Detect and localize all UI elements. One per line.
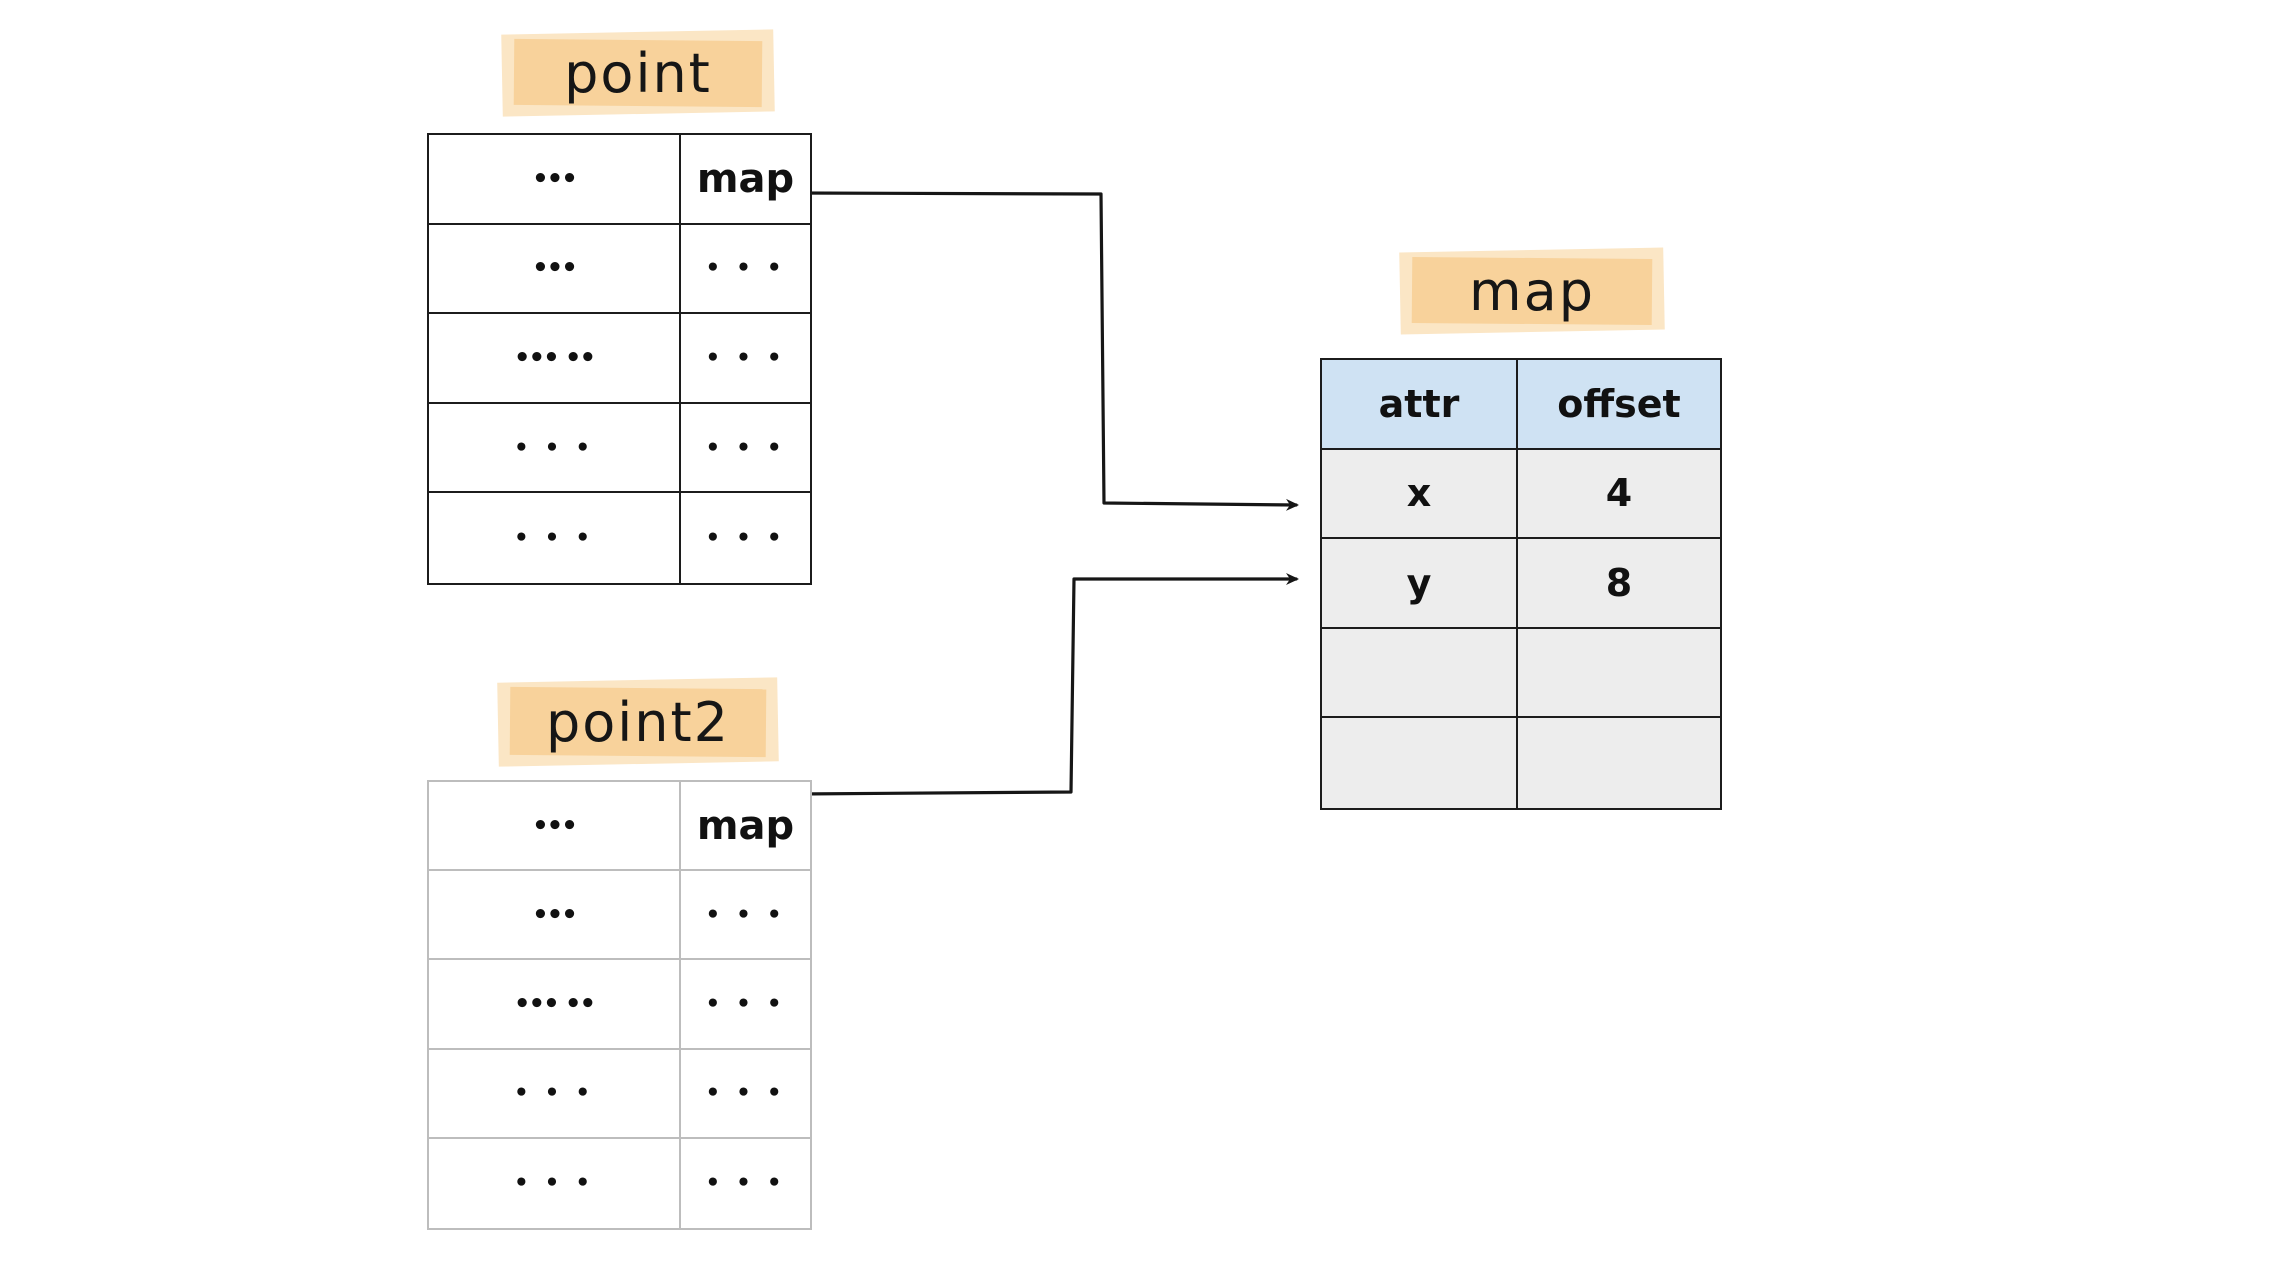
ellipsis-dots: ••• — [532, 163, 578, 194]
map-offset-header: offset — [1518, 360, 1720, 450]
point-cell-r3-right: • • • — [681, 404, 810, 494]
point-cell-r4-right: • • • — [681, 493, 810, 583]
map-field-label: map — [696, 155, 795, 202]
map-attr-header: attr — [1322, 360, 1518, 450]
ellipsis-dots: • • • — [705, 255, 786, 282]
point-cell-r3-left: • • • — [429, 403, 681, 494]
attr-header-text: attr — [1378, 381, 1460, 426]
point-cell-r1-left: ••• — [429, 224, 681, 315]
map-field-label: map — [696, 802, 795, 849]
map-row-y-attr: y — [1322, 539, 1518, 629]
ellipsis-dots: • • • — [705, 990, 786, 1017]
point-cell-r4-left: • • • — [429, 493, 681, 583]
point2-map-cell: map — [681, 782, 810, 872]
offset-8-text: 8 — [1605, 560, 1633, 605]
map-row-y-offset: 8 — [1518, 539, 1720, 629]
ellipsis-dots: • • • — [513, 434, 595, 461]
ellipsis-dots: • • • — [705, 1170, 786, 1197]
point2-cell-r3-right: • • • — [681, 1050, 810, 1139]
arrow-point-map-to-map-x — [794, 191, 1299, 511]
map-empty-row3-attr — [1322, 718, 1518, 808]
point-map-cell: map — [681, 135, 810, 225]
ellipsis-dots: • • • — [513, 525, 595, 552]
point-object-table: ••• map ••• • • • ••• •• • • • • • • • •… — [427, 133, 812, 585]
map-empty-row2-attr — [1322, 628, 1518, 719]
ellipsis-dots: ••• — [532, 899, 578, 930]
ellipsis-dots: ••• — [532, 253, 578, 284]
ellipsis-dots: • • • — [705, 1080, 786, 1107]
ellipsis-dots: • • • — [705, 525, 786, 552]
attr-x-text: x — [1406, 471, 1432, 516]
point-label-text: point — [564, 41, 712, 105]
ellipsis-dots: ••• •• — [513, 342, 596, 373]
point2-label: point2 — [497, 677, 779, 767]
point2-cell-r0-left: ••• — [429, 782, 681, 872]
map-label-text: map — [1469, 259, 1595, 323]
ellipsis-dots: ••• — [532, 810, 578, 841]
ellipsis-dots: ••• •• — [513, 988, 596, 1019]
offset-header-text: offset — [1557, 381, 1681, 426]
point-label: point — [501, 29, 775, 117]
point2-cell-r3-left: • • • — [429, 1049, 681, 1139]
map-table: attr offset x 4 y 8 — [1320, 358, 1722, 810]
offset-4-text: 4 — [1605, 471, 1633, 516]
point2-cell-r2-left: ••• •• — [429, 960, 681, 1050]
ellipsis-dots: • • • — [513, 1080, 595, 1107]
attr-y-text: y — [1406, 560, 1432, 605]
map-row-x-offset: 4 — [1518, 449, 1720, 540]
map-empty-row2-offset — [1518, 628, 1720, 719]
point2-cell-r4-left: • • • — [429, 1138, 681, 1228]
ellipsis-dots: • • • — [705, 344, 786, 371]
ellipsis-dots: • • • — [513, 1170, 595, 1197]
point2-cell-r1-left: ••• — [429, 871, 681, 961]
arrow-point2-map-to-map-y — [796, 573, 1299, 796]
point-cell-r1-right: • • • — [681, 225, 810, 315]
point2-cell-r2-right: • • • — [681, 960, 810, 1050]
map-row-x-attr: x — [1322, 449, 1518, 540]
ellipsis-dots: • • • — [705, 901, 786, 928]
point-cell-r0-left: ••• — [429, 135, 681, 225]
point-cell-r2-right: • • • — [681, 314, 810, 404]
map-empty-row3-offset — [1518, 718, 1720, 808]
point2-label-text: point2 — [545, 690, 731, 754]
point2-cell-r1-right: • • • — [681, 871, 810, 961]
point2-cell-r4-right: • • • — [681, 1139, 810, 1228]
map-label: map — [1399, 247, 1665, 335]
ellipsis-dots: • • • — [705, 434, 786, 461]
point2-object-table: ••• map ••• • • • ••• •• • • • • • • • •… — [427, 780, 812, 1230]
point-cell-r2-left: ••• •• — [429, 314, 681, 404]
